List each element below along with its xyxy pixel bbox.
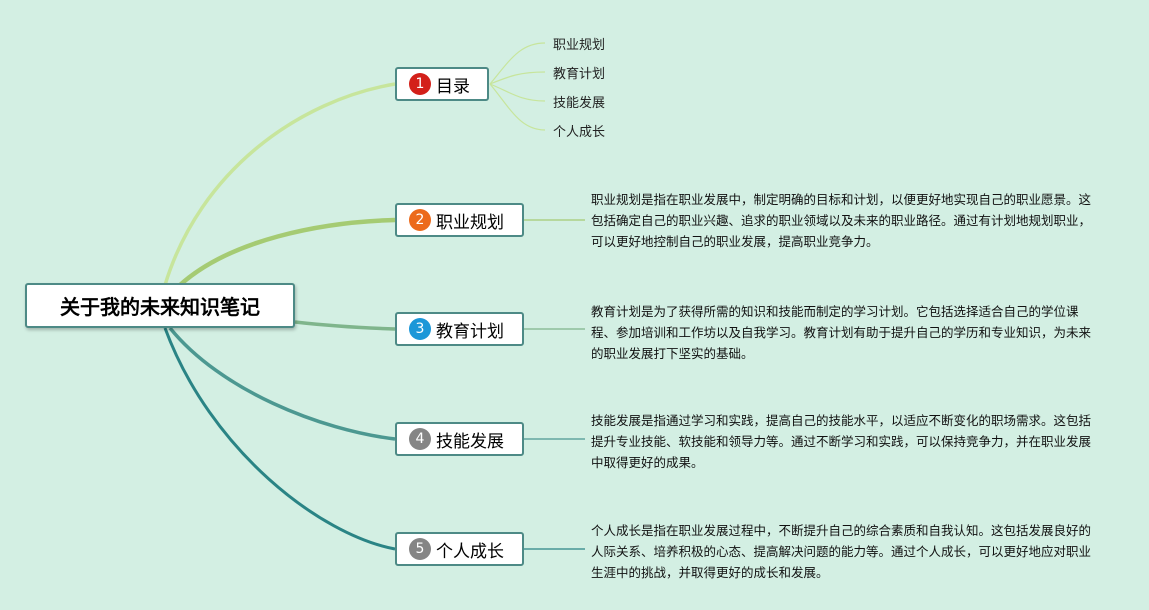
toc-line-4 bbox=[489, 83, 546, 131]
topic-skill-development[interactable]: 4 技能发展 bbox=[395, 422, 524, 456]
branch-line-5 bbox=[163, 327, 396, 551]
branch-line-4 bbox=[168, 326, 396, 441]
topic-label: 个人成长 bbox=[436, 541, 504, 562]
number-badge-4: 4 bbox=[409, 428, 431, 450]
root-title: 关于我的未来知识笔记 bbox=[60, 295, 260, 319]
topic-label: 职业规划 bbox=[436, 212, 504, 233]
toc-line-2 bbox=[489, 71, 546, 85]
description-education-plan[interactable]: 教育计划是为了获得所需的知识和技能而制定的学习计划。它包括选择适合自己的学位课程… bbox=[591, 304, 1092, 361]
description-skill-development[interactable]: 技能发展是指通过学习和实践，提高自己的技能水平，以适应不断变化的职场需求。这包括… bbox=[591, 413, 1092, 470]
branch-line-2 bbox=[178, 217, 396, 287]
branch-line-3 bbox=[294, 320, 396, 331]
number-badge-1: 1 bbox=[409, 73, 431, 95]
toc-line-1 bbox=[489, 42, 546, 85]
toc-item-skill-development[interactable]: 技能发展 bbox=[553, 96, 606, 111]
description-career-planning[interactable]: 职业规划是指在职业发展中，制定明确的目标和计划，以便更好地实现自己的职业愿景。这… bbox=[591, 192, 1092, 249]
toc-item-personal-growth[interactable]: 个人成长 bbox=[553, 125, 606, 140]
topic-label: 教育计划 bbox=[436, 321, 504, 342]
topic-education-plan[interactable]: 3 教育计划 bbox=[395, 312, 524, 346]
topic-career-planning[interactable]: 2 职业规划 bbox=[395, 203, 524, 237]
toc-line-3 bbox=[489, 83, 546, 102]
description-personal-growth[interactable]: 个人成长是指在职业发展过程中，不断提升自己的综合素质和自我认知。这包括发展良好的… bbox=[591, 523, 1092, 580]
number-badge-5: 5 bbox=[409, 538, 431, 560]
topic-personal-growth[interactable]: 5 个人成长 bbox=[395, 532, 524, 566]
topic-toc[interactable]: 1 目录 bbox=[395, 67, 489, 101]
topic-label: 目录 bbox=[436, 76, 470, 97]
number-badge-2: 2 bbox=[409, 209, 431, 231]
number-badge-3: 3 bbox=[409, 318, 431, 340]
toc-item-career-planning[interactable]: 职业规划 bbox=[553, 38, 606, 53]
toc-item-education-plan[interactable]: 教育计划 bbox=[553, 67, 606, 82]
branch-line-1 bbox=[163, 82, 396, 286]
topic-label: 技能发展 bbox=[436, 431, 504, 452]
root-topic[interactable]: 关于我的未来知识笔记 bbox=[25, 283, 295, 328]
